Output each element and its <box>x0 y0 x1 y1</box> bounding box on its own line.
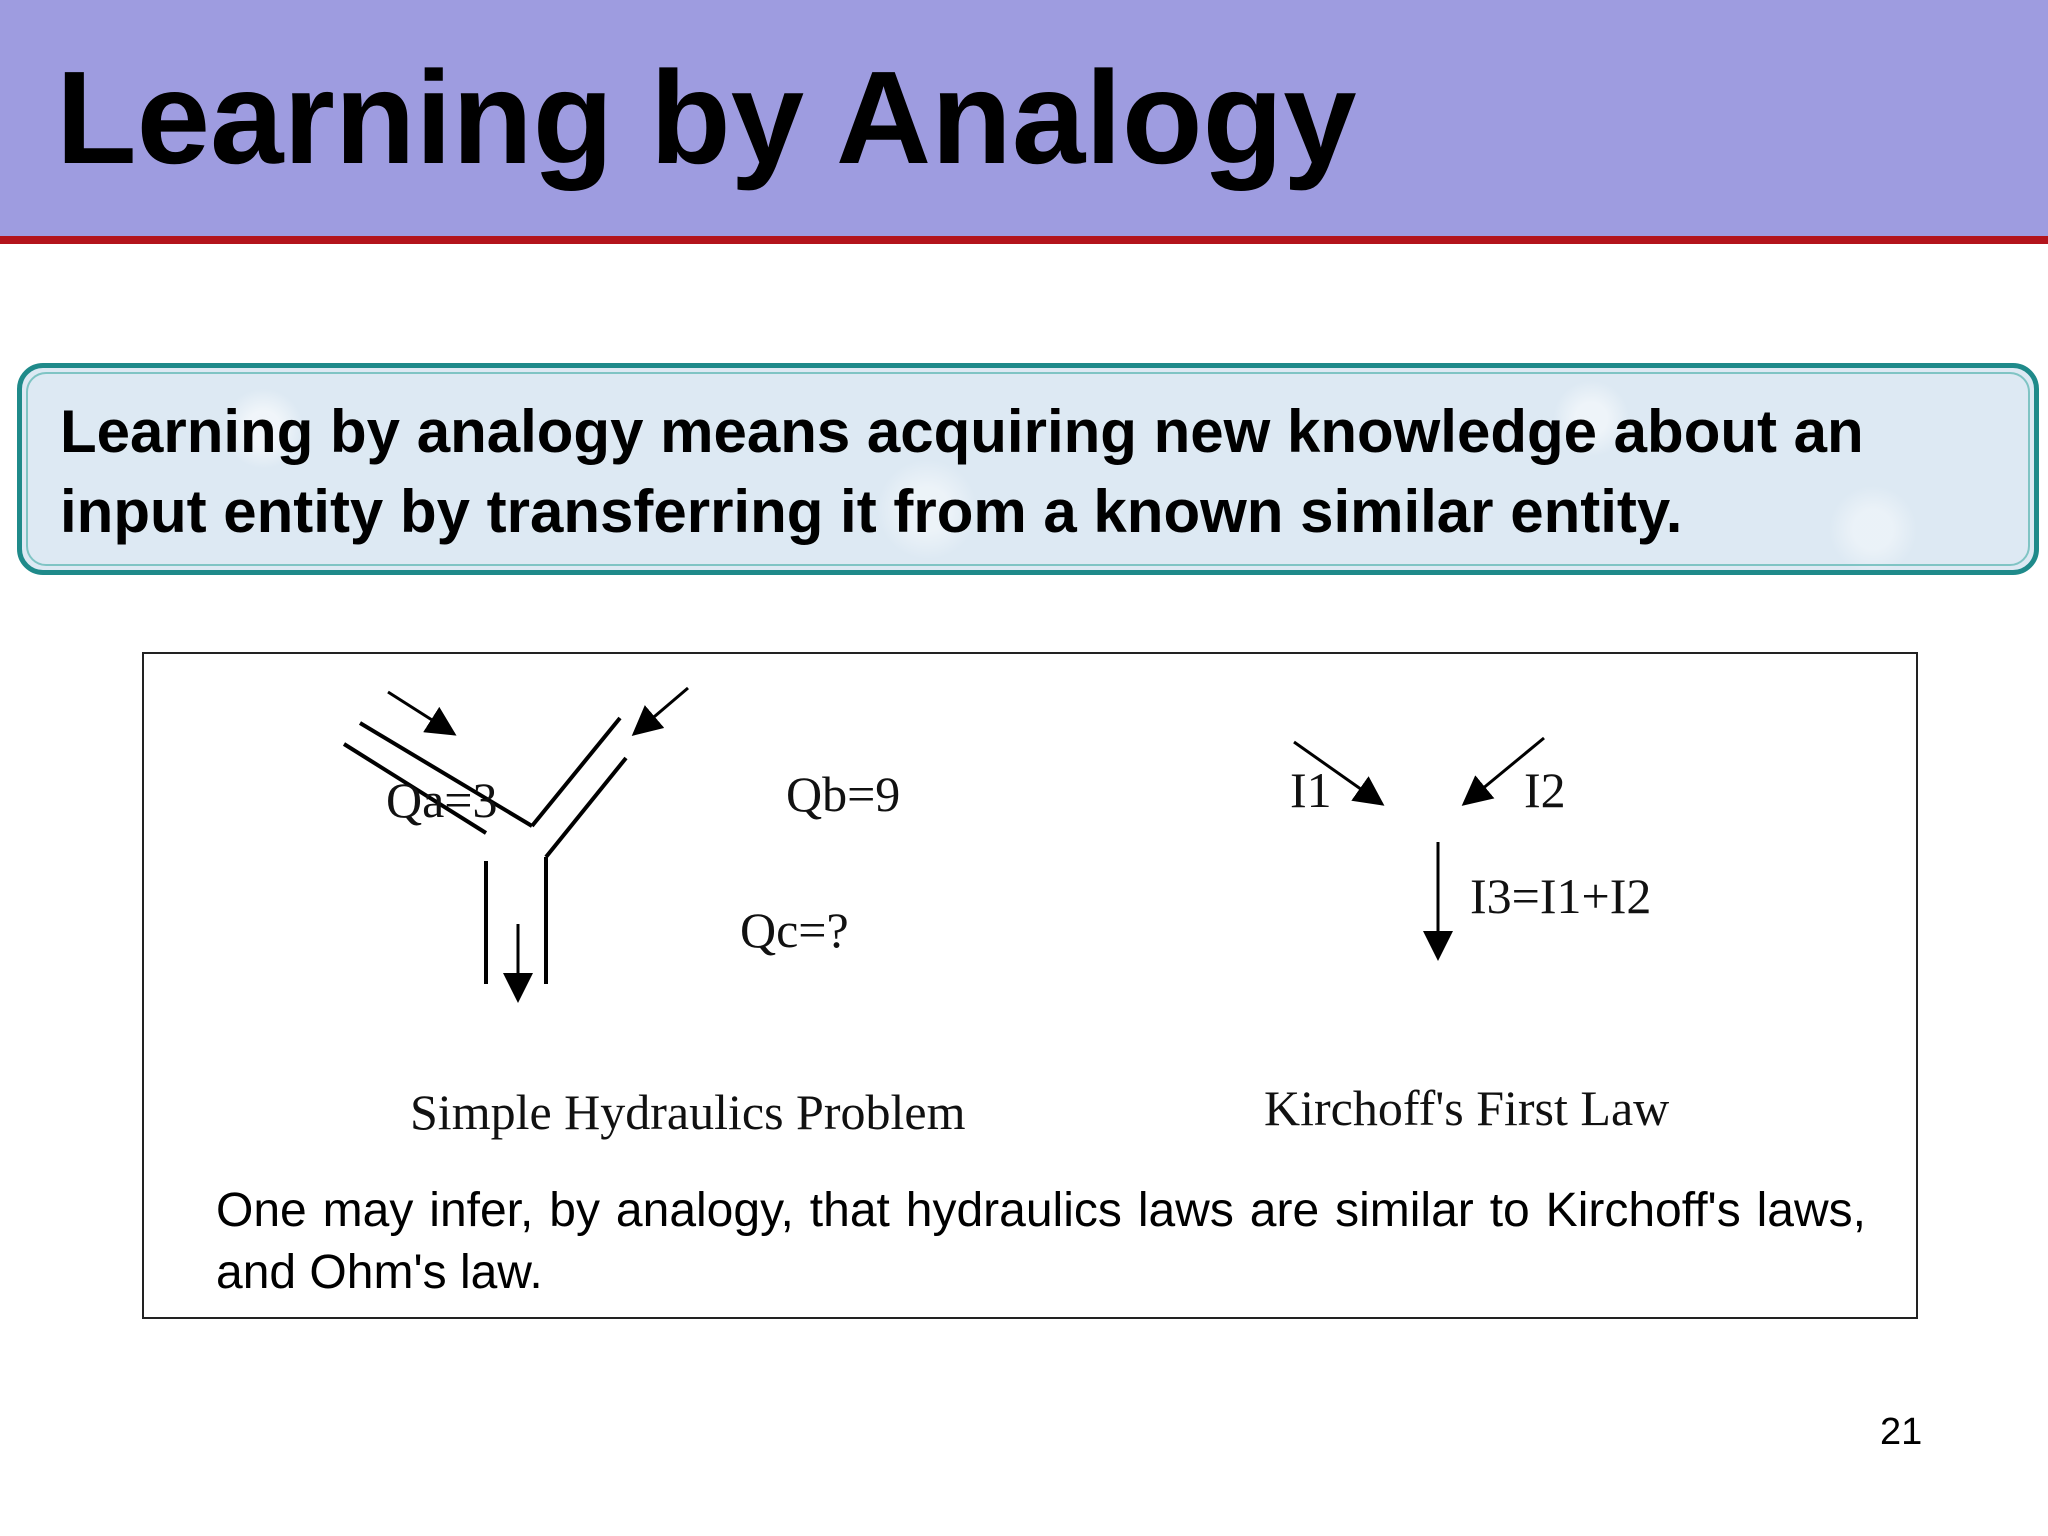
analogy-figure: Qa=3 Qb=9 Qc=? Simple Hydraulics Problem… <box>142 652 1918 1319</box>
page-number: 21 <box>1880 1411 1923 1453</box>
analogy-diagram <box>342 686 1545 1003</box>
title-bar: Learning by Analogy <box>0 0 2048 236</box>
left-branch-inner-wall <box>342 742 488 835</box>
current-i2-arrow <box>1461 736 1545 806</box>
kirchoff-junction-diagram <box>1293 736 1545 961</box>
current-i1-label: I1 <box>1290 762 1332 818</box>
right-branch-outer-wall <box>544 756 628 859</box>
current-i2-label: I2 <box>1524 762 1566 818</box>
hydraulics-caption: Simple Hydraulics Problem <box>410 1084 966 1140</box>
current-i3-label: I3=I1+I2 <box>1470 868 1652 924</box>
definition-text: Learning by analogy means acquiring new … <box>60 398 1864 545</box>
hydraulics-flow-arrows <box>387 686 689 1003</box>
definition-callout: Learning by analogy means acquiring new … <box>17 363 2039 575</box>
conclusion-text: One may infer, by analogy, that hydrauli… <box>216 1184 1866 1299</box>
flow-b-label: Qb=9 <box>786 766 901 822</box>
slide-title: Learning by Analogy <box>56 44 1357 191</box>
left-branch-outer-wall <box>358 721 534 828</box>
flow-a-label: Qa=3 <box>386 772 498 828</box>
flow-c-label: Qc=? <box>740 902 849 958</box>
inflow-b-arrow <box>631 686 689 736</box>
right-branch-inner-wall <box>530 716 622 828</box>
title-divider <box>0 236 2048 244</box>
kirchoff-caption: Kirchoff's First Law <box>1264 1080 1670 1136</box>
inflow-a-arrow <box>387 690 457 736</box>
current-i1-arrow <box>1293 740 1385 806</box>
hydraulics-pipe-diagram <box>342 716 628 984</box>
